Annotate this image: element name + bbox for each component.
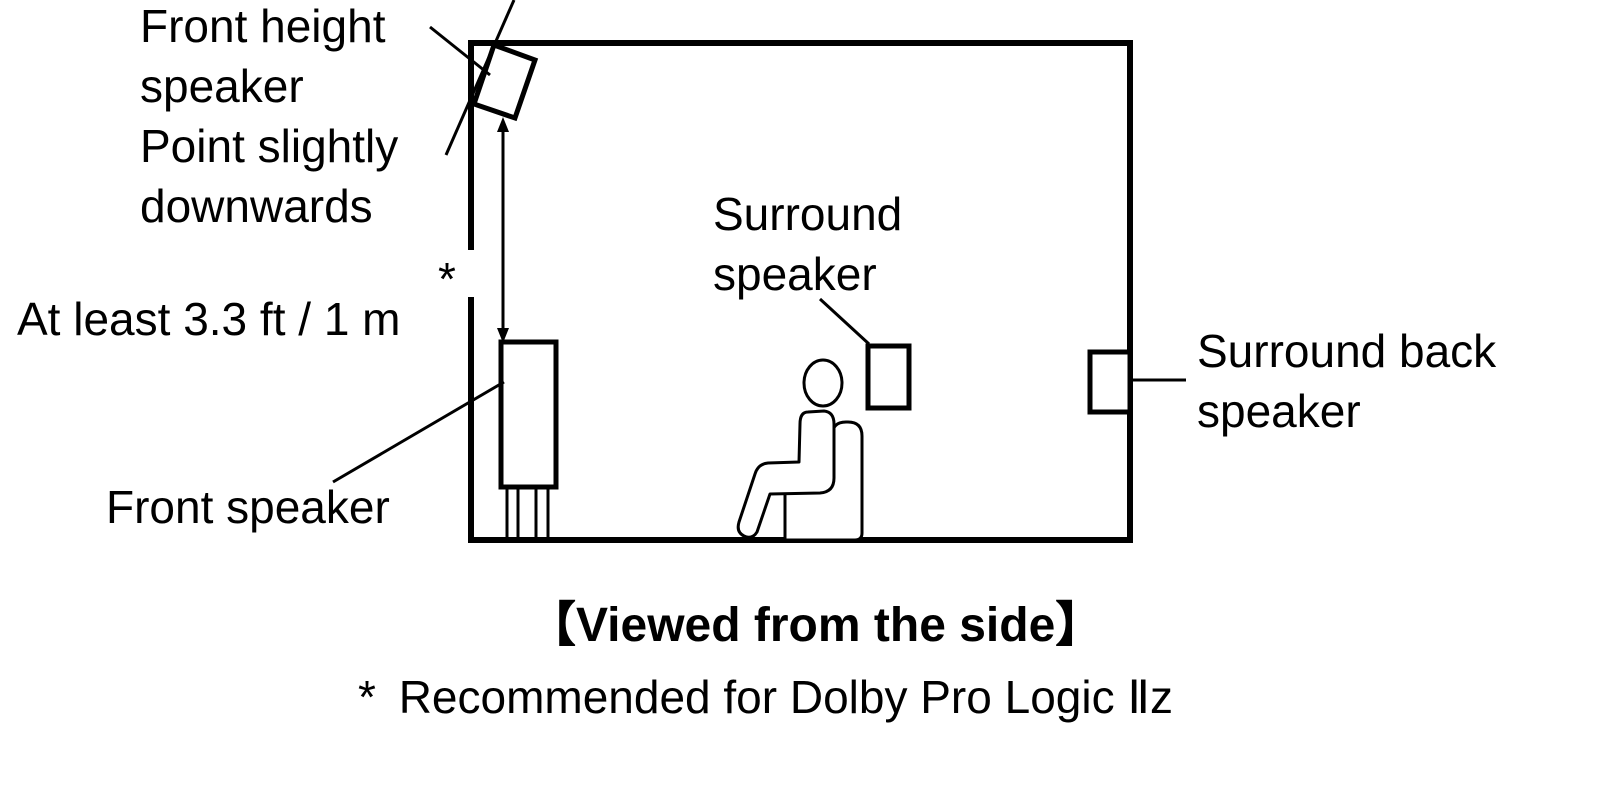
front-height-label-line2: speaker xyxy=(140,60,304,112)
surround-back-speaker-label: Surround back speaker xyxy=(1197,321,1496,441)
surround-leader xyxy=(818,297,871,346)
footnote-text: Recommended for Dolby Pro Logic Ⅱz xyxy=(398,671,1174,723)
front-speaker-label: Front speaker xyxy=(106,481,390,533)
listener-figure xyxy=(736,358,864,542)
arrowhead-up xyxy=(497,117,509,132)
view-caption: 【Viewed from the side】 xyxy=(528,585,1103,655)
front-height-leader xyxy=(429,25,491,77)
front-height-label-line1: Front height xyxy=(140,0,386,52)
caption-close-bracket: 】 xyxy=(1055,599,1104,652)
caption-text: Viewed from the side xyxy=(576,599,1056,652)
footnote: * Recommended for Dolby Pro Logic Ⅱz xyxy=(358,670,1173,724)
listener-body xyxy=(736,409,836,539)
point-label-line1: Point slightly xyxy=(140,120,399,172)
caption-open-bracket: 【 xyxy=(528,599,577,652)
surround-back-label-line1: Surround back xyxy=(1197,325,1497,377)
surround-speaker xyxy=(865,343,912,411)
front-speaker xyxy=(498,339,559,490)
front-height-speaker xyxy=(470,41,539,122)
front-speaker-stand xyxy=(505,487,550,540)
front-height-speaker-label: Front height speaker xyxy=(140,0,385,116)
point-label-line2: downwards xyxy=(140,180,373,232)
surround-back-speaker xyxy=(1087,349,1133,415)
surround-label-line1: Surround xyxy=(713,188,903,240)
tilt-guide-line xyxy=(444,0,516,156)
surround-speaker-label: Surround speaker xyxy=(713,184,902,304)
front-speaker-leader xyxy=(332,380,505,484)
surround-back-label-line2: speaker xyxy=(1197,385,1361,437)
distance-arrow xyxy=(497,117,509,343)
arrowhead-down xyxy=(497,328,509,343)
footnote-asterisk: * xyxy=(358,671,376,723)
recommended-asterisk: * xyxy=(438,253,456,305)
distance-label: At least 3.3 ft / 1 m xyxy=(17,293,401,345)
point-downwards-label: Point slightly downwards xyxy=(140,116,398,236)
listener-head xyxy=(802,358,844,408)
surround-label-line2: speaker xyxy=(713,248,877,300)
